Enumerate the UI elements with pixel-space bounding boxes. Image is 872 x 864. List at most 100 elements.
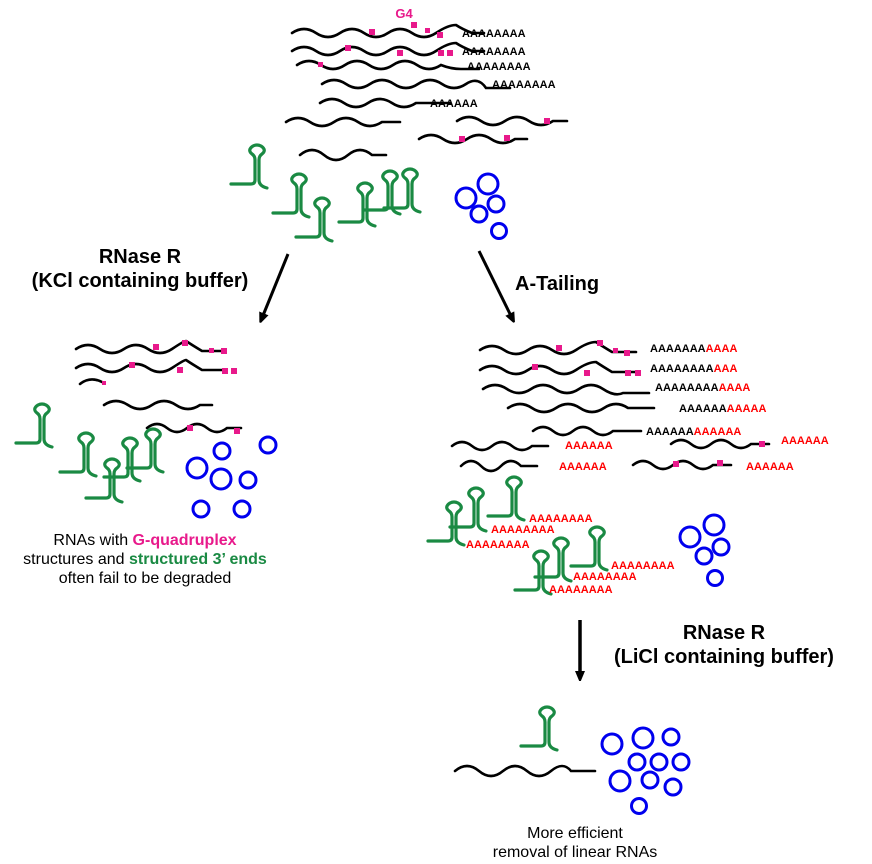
g4-marker [187, 425, 193, 431]
structured-rna-hairpin [519, 705, 559, 752]
structured-rna-hairpin [426, 500, 466, 547]
circular-rna [490, 222, 508, 240]
structured-rna-hairpin [58, 431, 98, 478]
structured-rna-hairpin [84, 457, 124, 504]
polya-tail: AAAAAA [781, 435, 829, 447]
linear-rna [669, 438, 771, 450]
a-tailing-label: A-Tailing [515, 273, 600, 295]
g4-marker [759, 441, 765, 447]
polya-tail: AAAAAAAA [573, 571, 637, 583]
g4-marker [369, 29, 375, 35]
bottom-step-line1: RNase R [682, 622, 766, 644]
circular-rna [630, 797, 648, 815]
circular-rna [258, 435, 278, 455]
circular-rna [706, 569, 724, 587]
structured-rna-hairpin [337, 181, 377, 228]
g4-marker [613, 348, 618, 353]
structured-rna-hairpin [229, 143, 269, 190]
bottom-caption-line2: removal of linear RNAs [492, 844, 658, 861]
g4-marker [231, 368, 237, 374]
polya-tail: AAAAAA [430, 98, 478, 110]
polya-tail: AAAAAAAA [466, 539, 530, 551]
structured-polya-tails: AAAAAAAA AAAAAAAA AAAAAAAA AAAAAAAA AAAA… [466, 513, 675, 596]
circular-rna [671, 752, 691, 772]
linear-rna [318, 97, 452, 109]
g4-label: G4 [395, 6, 413, 21]
g4-markers-left [102, 340, 240, 434]
structured-rnas-left [14, 402, 165, 504]
linear-rna [453, 764, 597, 778]
left-caption-line3: often fail to be degraded [58, 570, 232, 587]
g4-marker [504, 135, 510, 141]
circular-rna [185, 456, 209, 480]
circular-rna [238, 470, 258, 490]
circular-rna [694, 546, 714, 566]
g4-marker [177, 367, 183, 373]
g4-marker [437, 32, 443, 38]
linear-rna [298, 148, 388, 162]
circular-rna [232, 499, 252, 519]
linear-rna [290, 23, 486, 39]
g4-marker [625, 370, 631, 376]
g4-marker [544, 118, 550, 124]
polya-tail: AAAAAAAA [492, 79, 556, 91]
bottom-step-label: RNase R (LiCl containing buffer) [594, 621, 854, 669]
g4-marker [584, 370, 590, 376]
linear-rna [145, 422, 243, 434]
g4-marker [425, 28, 430, 33]
g4-marker [459, 136, 465, 142]
polya-tail: AAAAAA [746, 461, 794, 473]
g4-marker [234, 428, 240, 434]
linear-rna [531, 425, 643, 437]
structured-rnas-top [229, 143, 422, 243]
left-caption-line1: RNAs with G-quadruplex [53, 532, 237, 549]
structured-rna-hairpin [271, 172, 311, 219]
arrow-rnase-r-kcl [262, 253, 290, 318]
g4-marker [102, 381, 106, 385]
polya-tail: AAAAAAAA [549, 584, 613, 596]
linear-rna [284, 116, 402, 128]
linear-rna [455, 115, 569, 127]
circular-rnas-right [678, 513, 731, 587]
circular-rna [600, 732, 624, 756]
g4-marker [438, 50, 444, 56]
bottom-step-line2: (LiCl containing buffer) [614, 646, 834, 668]
polya-tail: AAAAAA [559, 461, 607, 473]
circular-rnas-top [454, 172, 508, 240]
left-caption-line2: structures and structured 3’ ends [23, 551, 267, 568]
circular-rna [711, 537, 731, 557]
g4-marker [597, 340, 603, 346]
g4-markers-top [318, 22, 550, 142]
top-polya-tails: AAAAAAAA AAAAAAAA AAAAAAAA AAAAAAAA AAAA… [430, 28, 556, 110]
linear-rna [506, 402, 656, 414]
linear-rna [74, 358, 226, 374]
left-step-line1: RNase R [98, 246, 182, 268]
g4-marker [345, 45, 351, 51]
polya-tail: AAAAAAAA [462, 28, 526, 40]
left-step-label: RNase R (KCl containing buffer) [0, 245, 280, 293]
right-polya-tails: AAAAAAAAAAA AAAAAAAAAAA AAAAAAAAAAAA AAA… [559, 343, 829, 473]
structured-rna-hairpin [513, 549, 553, 596]
circular-rna [663, 777, 683, 797]
g4-marker [153, 344, 159, 350]
circular-rna [702, 513, 726, 537]
polya-tail: AAAAAAAAAAAA [646, 426, 741, 438]
circular-rna [627, 752, 647, 772]
linear-rna [478, 340, 638, 356]
g4-marker [222, 368, 228, 374]
circular-rna [631, 726, 655, 750]
linear-rna [417, 133, 529, 145]
structured-rna-hairpin [569, 525, 609, 572]
linear-rna [478, 360, 638, 376]
left-caption: RNAs with G-quadruplex structures and st… [10, 531, 280, 588]
circular-rna [209, 467, 233, 491]
circular-rna [476, 172, 500, 196]
circular-rnas-bottom [600, 726, 691, 815]
arrow-a-tailing [477, 250, 512, 318]
bottom-caption: More efficient removal of linear RNAs [460, 824, 690, 862]
g4-marker [182, 340, 188, 346]
g4-marker [318, 62, 323, 67]
circular-rna [469, 204, 489, 224]
circular-rna [661, 727, 681, 747]
circular-rna [191, 499, 211, 519]
